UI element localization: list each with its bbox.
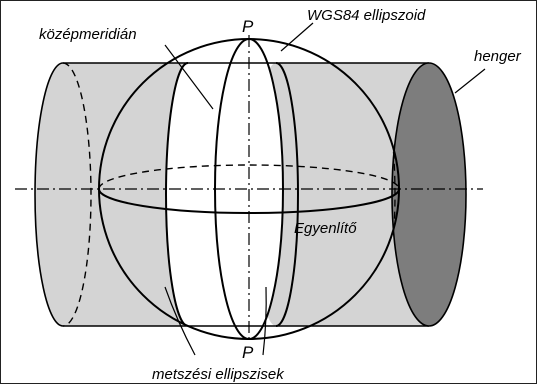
- equator-hidden: [98, 164, 400, 190]
- label-central-meridian: középmeridián: [39, 26, 137, 43]
- label-pole-north: P: [242, 17, 254, 36]
- cylinder-left-end-hidden: [62, 62, 92, 327]
- cylinder-left-end-front: [34, 62, 64, 327]
- label-ellipsoid: WGS84 ellipszoid: [307, 7, 426, 24]
- leader-ellipsoid: [280, 22, 314, 52]
- leader-secant-left: [164, 286, 196, 356]
- secant-band-left: [166, 63, 229, 326]
- secant-ellipse-left: [165, 62, 189, 327]
- label-secant-ellipses: metszési ellipszisek: [152, 366, 285, 383]
- leader-cylinder: [454, 68, 486, 94]
- leader-secant-right: [262, 286, 267, 356]
- label-cylinder: henger: [474, 48, 522, 65]
- label-equator: Egyenlítő: [294, 220, 357, 237]
- label-pole-south: P: [242, 343, 254, 362]
- cylinder-right-end-face: [391, 62, 467, 327]
- leader-central-meridian: [164, 44, 214, 110]
- secant-ellipse-right: [275, 62, 299, 327]
